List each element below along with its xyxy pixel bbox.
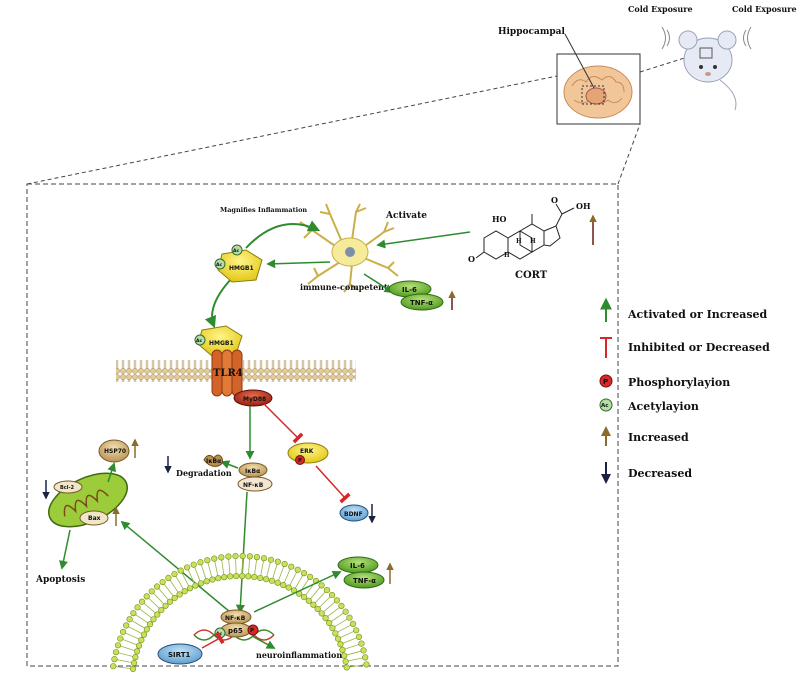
p65-label: p65 <box>228 627 243 635</box>
legend-phospho-p: P <box>603 378 608 386</box>
hippocampal-label: Hippocampal <box>498 27 565 37</box>
legend-decreased-label: Decreased <box>628 467 692 480</box>
nfkb-node <box>237 476 273 492</box>
cold-exposure-left-label: Cold Exposure <box>628 4 693 14</box>
ikba-label: IκBα <box>245 468 260 475</box>
bax-label: Bax <box>88 515 101 522</box>
ac-label-2: Ac <box>216 262 222 268</box>
legend: Activated or Increased Inhibited or Decr… <box>599 297 770 484</box>
legend-acetyl-label: Acetylayion <box>627 400 699 413</box>
myd88-inhibits-erk <box>263 403 304 444</box>
nucleus-to-bax-arrow <box>120 520 231 613</box>
mito-to-hsp70-arrow <box>107 462 116 483</box>
activate-label: Activate <box>385 211 427 221</box>
tlr4-label: TLR4 <box>213 368 243 379</box>
neuroinflammation-label: neuroinflammation <box>256 650 342 660</box>
hsp70-node <box>98 439 130 463</box>
hippocampal-pointer <box>564 33 595 89</box>
hmgb1-top-label: HMGB1 <box>229 265 254 272</box>
il6-bottom-label: IL-6 <box>350 562 365 570</box>
ac-icon-2 <box>214 258 226 270</box>
cort-molecule-icon <box>475 203 575 260</box>
immune-cells-label: immune-competent cells <box>300 282 411 292</box>
erk-phospho-label: P <box>298 458 302 464</box>
cold-waves-left-icon <box>661 26 670 50</box>
hmgb1-bound-label: HMGB1 <box>209 340 234 347</box>
cold-exposure-right-label: Cold Exposure <box>732 4 797 14</box>
legend-activated-label: Activated or Increased <box>627 308 768 321</box>
mouse-icon <box>678 30 737 111</box>
bcl2-label: Bcl-2 <box>60 485 75 491</box>
nfkb-nucleus-label: NF-κB <box>225 615 246 622</box>
nfkb-label: NF-κB <box>243 482 264 489</box>
ac-label-3: Ac <box>196 338 202 344</box>
mitochondrion-icon <box>48 472 128 528</box>
nfkb-to-nucleus-arrow <box>235 491 248 614</box>
legend-acetyl-ac: Ac <box>601 403 609 409</box>
legend-inhibited-label: Inhibited or Decreased <box>628 341 770 354</box>
hsp70-label: HSP70 <box>104 448 126 455</box>
nucleus-to-neuroinflammation-arrow <box>251 635 276 649</box>
legend-increased-label: Increased <box>628 431 689 444</box>
tnfa-bottom-label: TNF-α <box>353 577 376 585</box>
ikba-degraded-shape <box>203 454 223 467</box>
cort-o1: O <box>468 254 475 264</box>
sirt1-node <box>157 643 203 665</box>
hmgb1-to-receptor-arrow <box>204 277 233 329</box>
detail-frame <box>26 183 619 667</box>
p65-phospho-icon <box>247 624 259 636</box>
erk-phospho-icon <box>295 455 305 465</box>
tlr4-receptor-icon <box>211 349 243 397</box>
brain-icon <box>563 65 633 119</box>
erk-label: ERK <box>300 448 314 455</box>
erk-inhibits-bdnf <box>315 465 351 504</box>
myd88-label: MyD88 <box>243 396 266 403</box>
p65-phospho-label: P <box>250 628 254 634</box>
nucleus-to-cytokines-arrow <box>253 570 342 613</box>
cort-h1: H <box>516 238 522 245</box>
bdnf-label: BDNF <box>344 511 363 518</box>
cort-to-cell-arrow <box>376 231 471 249</box>
legend-phospho-label: Phosphorylayion <box>628 376 730 389</box>
legend-acetyl-icon <box>599 398 613 412</box>
cort-h2: H <box>504 252 510 259</box>
ac-label-4: Ac <box>216 631 222 637</box>
mito-to-apoptosis-arrow <box>59 529 71 570</box>
sirt1-label: SIRT1 <box>168 651 190 659</box>
ikba-degradation-arrow <box>220 460 239 469</box>
tnfa-bottom <box>343 571 385 589</box>
ac-label-1: Ac <box>233 248 239 254</box>
ac-icon-3 <box>194 334 206 346</box>
hmgb1-top-shape <box>217 249 263 283</box>
cort-oh2: HO <box>492 214 507 224</box>
bcl2-node <box>53 480 83 494</box>
sirt1-inhibits-p65 <box>201 631 225 649</box>
cell-to-hmgb1-arrow <box>266 259 331 269</box>
myd88-node <box>233 389 273 407</box>
tnfa-top-label: TNF-α <box>410 299 433 307</box>
zoom-line-left <box>26 75 558 185</box>
cold-waves-right-icon <box>743 26 752 50</box>
bax-node <box>79 510 109 526</box>
magnifies-inflammation-label: Magnifies Inflammation <box>220 206 307 214</box>
cort-oh1: OH <box>576 201 591 211</box>
cort-h3: H <box>530 238 536 245</box>
magnifies-loop-arrow <box>245 220 321 249</box>
bdnf-node <box>339 504 369 522</box>
ikba-degraded-label: IκBα <box>206 458 221 465</box>
cort-label: CORT <box>515 270 548 281</box>
zoom-line-mouse <box>639 49 711 73</box>
apoptosis-label: Apoptosis <box>35 575 85 585</box>
tnfa-top <box>400 293 444 311</box>
immune-cell-nucleus <box>345 247 355 257</box>
cell-to-cytokines-arrow <box>363 273 394 293</box>
legend-phospho-icon <box>599 374 613 388</box>
degradation-label: Degradation <box>176 468 232 478</box>
zoom-line-right <box>617 123 641 185</box>
cort-o2: O <box>551 195 558 205</box>
ac-icon-1 <box>231 244 243 256</box>
il6-top-label: IL-6 <box>402 286 417 294</box>
nuclear-membrane <box>110 552 370 673</box>
